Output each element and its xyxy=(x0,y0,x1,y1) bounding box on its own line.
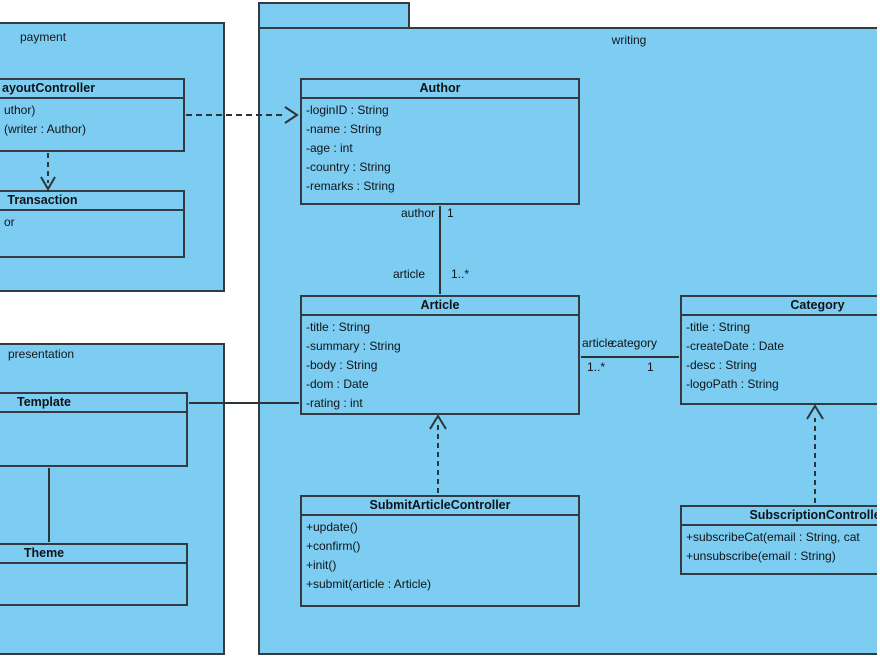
class-member: -rating : int xyxy=(306,396,363,410)
class-category-title: Category xyxy=(682,297,877,316)
association-role-author: author xyxy=(401,206,436,220)
class-subscription-controller-members: +subscribeCat(email : String, cat +unsub… xyxy=(682,526,877,566)
class-member: -age : int xyxy=(306,141,353,155)
package-writing-label: writing xyxy=(611,33,647,47)
class-theme-title: Theme xyxy=(0,545,186,564)
class-member: -country : String xyxy=(306,160,391,174)
class-category-members: -title : String -createDate : Date -desc… xyxy=(682,316,877,394)
package-payment-label: payment xyxy=(20,30,67,44)
class-transaction-title: Transaction xyxy=(0,192,183,211)
association-role-article2: article xyxy=(582,336,615,350)
association-role-article: article xyxy=(393,267,426,281)
class-author[interactable]: Author -loginID : String -name : String … xyxy=(300,78,580,205)
package-presentation[interactable] xyxy=(0,343,225,655)
class-article[interactable]: Article -title : String -summary : Strin… xyxy=(300,295,580,415)
class-article-title: Article xyxy=(302,297,578,316)
class-member: -loginID : String xyxy=(306,103,389,117)
class-subscription-controller-title: SubscriptionController xyxy=(682,507,877,526)
class-transaction-members: or xyxy=(0,211,183,232)
class-member: -remarks : String xyxy=(306,179,395,193)
class-member: or xyxy=(4,215,15,229)
class-member: (writer : Author) xyxy=(4,122,87,136)
class-article-members: -title : String -summary : String -body … xyxy=(302,316,578,413)
class-member: -name : String xyxy=(306,122,382,136)
association-role-category: category xyxy=(611,336,658,350)
class-author-title: Author xyxy=(302,80,578,99)
package-presentation-label: presentation xyxy=(8,347,75,361)
class-member: +update() xyxy=(306,520,358,534)
association-mult-author: 1 xyxy=(447,206,454,220)
class-payout-controller-title: ayoutController xyxy=(0,80,183,99)
class-member: uthor) xyxy=(4,103,36,117)
class-member: -logoPath : String xyxy=(686,377,779,391)
class-member: -createDate : Date xyxy=(686,339,785,353)
class-member: -dom : Date xyxy=(306,377,369,391)
class-member: +init() xyxy=(306,558,337,572)
class-theme[interactable]: Theme xyxy=(0,543,188,606)
class-member: +submit(article : Article) xyxy=(306,577,432,591)
class-member: +unsubscribe(email : String) xyxy=(686,549,836,563)
class-member: +subscribeCat(email : String, cat xyxy=(686,530,860,544)
class-submit-article-controller-members: +update() +confirm() +init() +submit(art… xyxy=(302,516,578,594)
class-payout-controller[interactable]: ayoutController uthor) (writer : Author) xyxy=(0,78,185,152)
class-member: -title : String xyxy=(686,320,751,334)
class-author-members: -loginID : String -name : String -age : … xyxy=(302,99,578,196)
class-template[interactable]: Template xyxy=(0,392,188,467)
class-category[interactable]: Category -title : String -createDate : D… xyxy=(680,295,877,405)
association-mult-article2: 1..* xyxy=(587,360,606,374)
class-member: -title : String xyxy=(306,320,371,334)
class-transaction[interactable]: Transaction or xyxy=(0,190,185,258)
class-template-title: Template xyxy=(0,394,186,413)
class-submit-article-controller[interactable]: SubmitArticleController +update() +confi… xyxy=(300,495,580,607)
association-mult-category: 1 xyxy=(647,360,654,374)
class-subscription-controller[interactable]: SubscriptionController +subscribeCat(ema… xyxy=(680,505,877,575)
class-member: +confirm() xyxy=(306,539,361,553)
class-member: -desc : String xyxy=(686,358,757,372)
class-member: -body : String xyxy=(306,358,378,372)
class-payout-controller-members: uthor) (writer : Author) xyxy=(0,99,183,139)
class-submit-article-controller-title: SubmitArticleController xyxy=(302,497,578,516)
class-member: -summary : String xyxy=(306,339,401,353)
association-mult-article: 1..* xyxy=(451,267,470,281)
package-writing-tab[interactable] xyxy=(258,2,410,29)
